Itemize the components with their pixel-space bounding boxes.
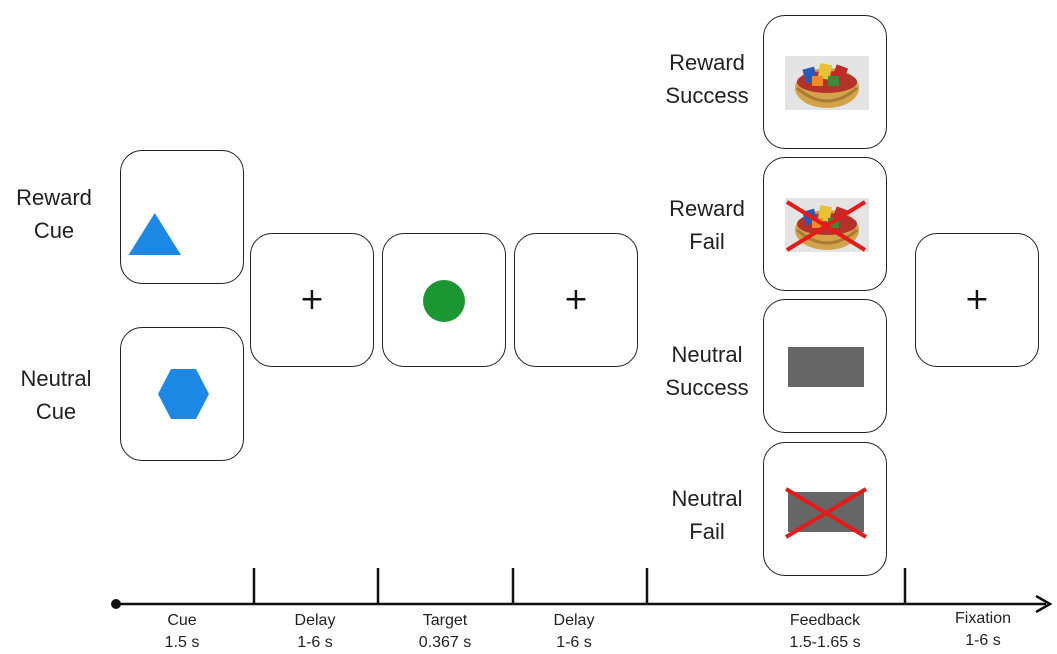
timeline-label-target: Target 0.367 s	[418, 612, 472, 651]
candy-basket-crossed-image	[785, 198, 869, 252]
final-fixation-panel: +	[915, 233, 1039, 367]
timeline-label-fixation: Fixation 1-6 s	[954, 610, 1012, 649]
gray-rectangle-crossed-image	[784, 487, 868, 539]
reward-cue-label: Reward Cue	[16, 185, 92, 243]
fixation-cross: +	[299, 282, 325, 317]
target-panel	[382, 233, 506, 367]
fixation-cross: +	[563, 282, 589, 317]
reward-fail-panel	[763, 157, 887, 291]
reward-cue-panel	[120, 150, 244, 284]
fixation-cross: +	[964, 282, 990, 317]
candy-basket-image	[785, 56, 869, 110]
reward-success-panel	[763, 15, 887, 149]
timeline-label-delay-2: Delay 1-6 s	[553, 612, 595, 651]
neutral-fail-panel	[763, 442, 887, 576]
delay-fixation-panel-1: +	[250, 233, 374, 367]
delay-fixation-panel-2: +	[514, 233, 638, 367]
reward-success-label: Reward Success	[665, 50, 749, 108]
neutral-fail-label: Neutral Fail	[671, 486, 743, 544]
target-circle	[423, 280, 465, 322]
neutral-success-panel	[763, 299, 887, 433]
timeline-start-dot	[111, 599, 121, 609]
neutral-success-label: Neutral Success	[665, 342, 749, 400]
timeline-label-feedback: Feedback 1.5-1.65 s	[789, 612, 861, 651]
timeline-label-cue: Cue 1.5 s	[164, 612, 200, 651]
hexagon-icon	[158, 369, 209, 419]
reward-fail-label: Reward Fail	[669, 196, 745, 254]
timeline-label-delay-1: Delay 1-6 s	[294, 612, 336, 651]
triangle-icon	[128, 213, 181, 255]
gray-rectangle-image	[788, 347, 864, 387]
neutral-cue-panel	[120, 327, 244, 461]
neutral-cue-label: Neutral Cue	[20, 366, 92, 424]
